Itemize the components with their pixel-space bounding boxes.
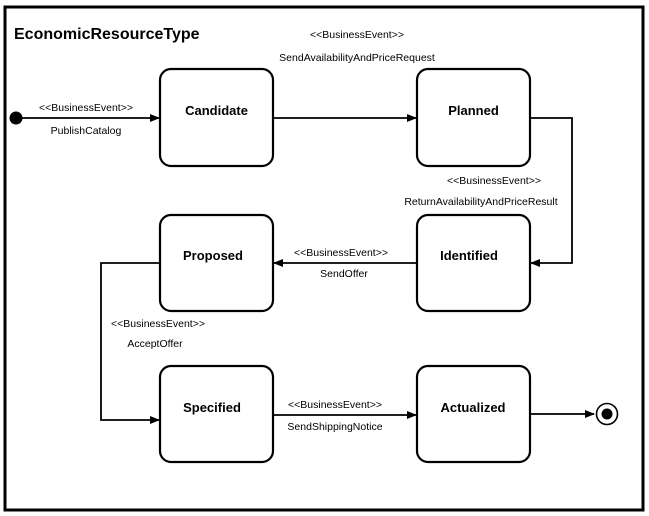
- stereotype-label: <<BusinessEvent>>: [294, 247, 388, 259]
- transition-label-send-request: <<BusinessEvent>> SendAvailabilityAndPri…: [279, 29, 435, 64]
- state-identified-box: [415, 213, 532, 313]
- event-name-label: PublishCatalog: [51, 125, 122, 137]
- transition-label-send-shipping-notice: <<BusinessEvent>> SendShippingNotice: [287, 399, 382, 433]
- state-candidate[interactable]: Candidate: [158, 67, 275, 168]
- state-identified-label: Identified: [440, 248, 498, 263]
- state-actualized[interactable]: Actualized: [415, 364, 532, 464]
- event-name-label: SendAvailabilityAndPriceRequest: [279, 52, 435, 64]
- state-actualized-label: Actualized: [440, 400, 505, 415]
- edge-planned-to-identified: [530, 117, 573, 267]
- event-name-label: SendShippingNotice: [287, 421, 382, 433]
- transition-label-return-result: <<BusinessEvent>> ReturnAvailabilityAndP…: [404, 175, 557, 208]
- diagram-frame: [3, 5, 645, 512]
- event-name-label: AcceptOffer: [127, 338, 183, 350]
- state-candidate-label: Candidate: [185, 103, 248, 118]
- event-name-label: SendOffer: [320, 268, 368, 280]
- state-specified[interactable]: Specified: [158, 364, 275, 464]
- transition-label-send-offer: <<BusinessEvent>> SendOffer: [294, 247, 388, 280]
- diagram-title: EconomicResourceType: [14, 26, 200, 43]
- final-state-icon: [595, 402, 619, 426]
- state-specified-label: Specified: [183, 400, 241, 415]
- stereotype-label: <<BusinessEvent>>: [288, 399, 382, 411]
- initial-state-icon: [9, 111, 23, 125]
- transition-label-publish-catalog: <<BusinessEvent>> PublishCatalog: [39, 102, 133, 137]
- stereotype-label: <<BusinessEvent>>: [39, 102, 133, 114]
- state-specified-box: [158, 364, 275, 464]
- state-planned[interactable]: Planned: [415, 67, 532, 168]
- state-proposed-box: [158, 213, 275, 313]
- transition-label-accept-offer: <<BusinessEvent>> AcceptOffer: [111, 318, 205, 350]
- state-identified[interactable]: Identified: [415, 213, 532, 313]
- edge-proposed-to-specified: [100, 262, 160, 424]
- state-planned-label: Planned: [448, 103, 499, 118]
- stereotype-label: <<BusinessEvent>>: [111, 318, 205, 330]
- stereotype-label: <<BusinessEvent>>: [310, 29, 404, 41]
- state-proposed-label: Proposed: [183, 248, 243, 263]
- stereotype-label: <<BusinessEvent>>: [447, 175, 541, 187]
- state-proposed[interactable]: Proposed: [158, 213, 275, 313]
- event-name-label: ReturnAvailabilityAndPriceResult: [404, 196, 557, 208]
